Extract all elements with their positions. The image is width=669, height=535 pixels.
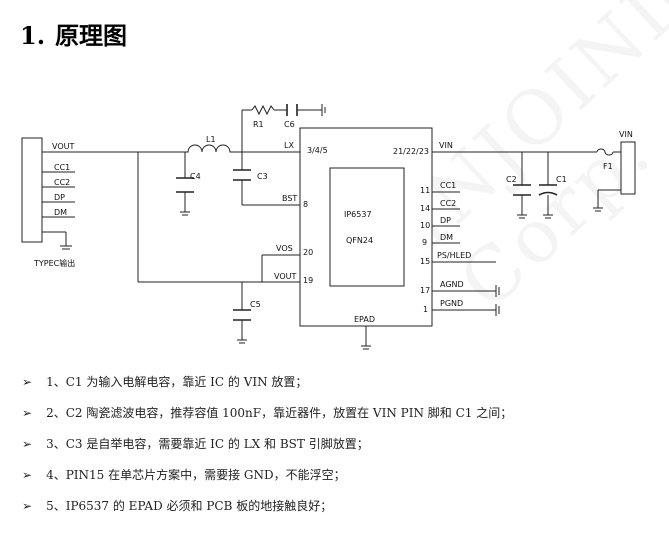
resistor-r1	[251, 104, 275, 116]
pin-num-bst: 8	[303, 200, 309, 209]
note-text: 4、PIN15 在单芯片方案中，需要接 GND，不能浮空；	[46, 468, 346, 482]
bullet-arrow-icon: ➢	[22, 467, 33, 482]
note-text: 3、C3 是自举电容，需要靠近 IC 的 LX 和 BST 引脚放置；	[46, 437, 369, 451]
label-c1: C1	[556, 175, 567, 184]
chip-package: QFN24	[346, 236, 374, 245]
pin-num-cc1: 11	[420, 186, 431, 195]
bullet-arrow-icon: ➢	[22, 498, 33, 513]
note-item: ➢ 3、C3 是自举电容，需要靠近 IC 的 LX 和 BST 引脚放置；	[22, 435, 369, 452]
pin-num-lx: 3/4/5	[307, 146, 328, 155]
capacitor-plates	[176, 104, 558, 321]
wires	[21, 104, 636, 350]
section-heading: 1. 原理图	[20, 16, 127, 51]
conn-pin-dp: DP	[54, 193, 65, 202]
bullet-arrow-icon: ➢	[22, 436, 33, 451]
pin-num-agnd: 17	[420, 286, 431, 295]
section-number: 1.	[20, 21, 46, 50]
typec-connector	[21, 137, 43, 243]
note-text: 1、C1 为输入电解电容，靠近 IC 的 VIN 放置；	[46, 375, 308, 389]
pin-name-vos: VOS	[276, 244, 293, 253]
connector-label: TYPEC输出	[34, 259, 76, 268]
note-text: 5、IP6537 的 EPAD 必须和 PCB 板的地接触良好；	[46, 499, 333, 513]
label-f1: F1	[603, 162, 613, 171]
label-c4: C4	[190, 172, 201, 181]
pin-name-cc2: CC2	[440, 199, 457, 208]
section-title: 原理图	[55, 22, 128, 50]
note-item: ➢ 2、C2 陶瓷滤波电容，推荐容值 100nF，靠近器件，放置在 VIN PIN…	[22, 404, 512, 421]
pin-name-lx: LX	[284, 141, 294, 150]
label-c5: C5	[250, 300, 261, 309]
pin-num-ps: 15	[420, 257, 431, 266]
pin-num-dp: 10	[420, 221, 431, 230]
pin-num-vout: 19	[303, 276, 314, 285]
bullet-arrow-icon: ➢	[22, 374, 33, 389]
label-c3: C3	[257, 172, 268, 181]
pin-name-vin: VIN	[439, 141, 453, 150]
note-item: ➢ 1、C1 为输入电解电容，靠近 IC 的 VIN 放置；	[22, 373, 307, 390]
pin-num-dm: 9	[422, 238, 428, 247]
conn-pin-vout: VOUT	[52, 142, 75, 151]
label-l1: L1	[206, 135, 216, 144]
schematic-diagram	[21, 104, 636, 350]
fuse-f1	[596, 148, 614, 156]
label-vin: VIN	[619, 130, 633, 139]
pin-name-cc1: CC1	[440, 181, 457, 190]
pin-name-agnd: AGND	[440, 280, 464, 289]
label-r1: R1	[253, 120, 264, 129]
note-text: 2、C2 陶瓷滤波电容，推荐容值 100nF，靠近器件，放置在 VIN PIN …	[46, 406, 513, 420]
pin-epad: EPAD	[354, 315, 375, 324]
note-item: ➢ 5、IP6537 的 EPAD 必须和 PCB 板的地接触良好；	[22, 497, 332, 514]
conn-pin-cc2: CC2	[54, 178, 71, 187]
label-c2: C2	[506, 175, 517, 184]
pin-num-vos: 20	[303, 248, 314, 257]
inductor-l1	[185, 144, 242, 153]
pin-name-bst: BST	[282, 194, 298, 203]
pin-num-pgnd: 1	[423, 305, 429, 314]
pin-name-vout: VOUT	[274, 272, 297, 281]
pin-name-pgnd: PGND	[440, 299, 464, 308]
chip-name: IP6537	[344, 210, 372, 219]
pin-num-cc2: 14	[420, 204, 431, 213]
label-c6: C6	[284, 120, 295, 129]
pin-num-vin: 21/22/23	[393, 147, 429, 156]
bullet-arrow-icon: ➢	[22, 405, 33, 420]
conn-pin-cc1: CC1	[54, 163, 71, 172]
pin-name-dm: DM	[440, 233, 454, 242]
note-item: ➢ 4、PIN15 在单芯片方案中，需要接 GND，不能浮空；	[22, 466, 346, 483]
pin-name-ps: PS/HLED	[437, 251, 472, 260]
conn-pin-dm: DM	[54, 208, 68, 217]
chip-die	[329, 167, 405, 287]
pin-name-dp: DP	[440, 216, 451, 225]
vin-connector	[620, 141, 636, 195]
